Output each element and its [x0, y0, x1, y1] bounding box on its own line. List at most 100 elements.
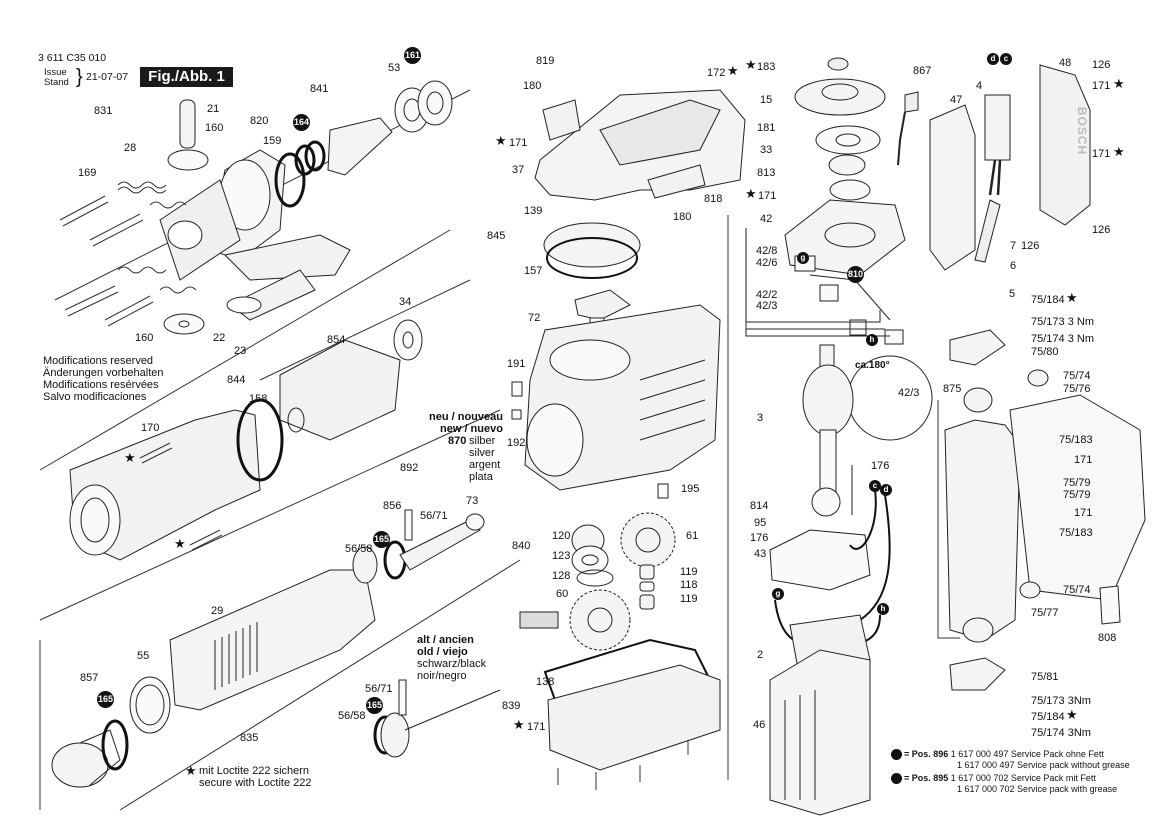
part-label: 126 [1092, 224, 1111, 236]
part-label: 75/80 [1031, 346, 1059, 358]
part-label: 160 [135, 332, 154, 344]
part-label: 857 [80, 672, 99, 684]
badge-g: g [797, 252, 809, 264]
part-label: 120 [552, 530, 571, 542]
part-label: 171 [1074, 454, 1093, 466]
part-label: 75/183 [1059, 434, 1093, 446]
part-label: 3 [757, 412, 764, 424]
part-label: 171 [758, 190, 777, 202]
part-label: 29 [211, 605, 224, 617]
issue-brace: } [76, 66, 83, 88]
part-label: 42 [760, 213, 773, 225]
issue-date: 21-07-07 [86, 71, 129, 83]
part-label: 819 [536, 55, 555, 67]
tool-holder-844 [69, 409, 261, 561]
star-icon: ★ [1113, 76, 1125, 91]
base-75-80 [949, 329, 1006, 366]
knobs-75-74 [962, 369, 1049, 643]
loctite-note-en: secure with Loctite 222 [199, 777, 312, 789]
part-label: 75/184 [1031, 294, 1065, 306]
part-label: 5 [1009, 288, 1016, 300]
old-version-color-2: noir/negro [417, 670, 467, 682]
motor-housing-46 [769, 649, 871, 816]
part-label: 123 [552, 550, 571, 562]
seals-and-rings [274, 140, 326, 208]
part-label: 72 [528, 312, 541, 324]
part-label: 169 [78, 167, 97, 179]
star-icon: ★ [124, 450, 136, 465]
part-label: 875 [943, 383, 962, 395]
part-label: 157 [524, 265, 543, 277]
part-label: 171 [527, 721, 546, 733]
barrel-29 [169, 569, 376, 711]
part-label: 42/3 [756, 300, 778, 312]
part-label: 42/3 [898, 387, 920, 399]
part-label: 171 [1092, 80, 1111, 92]
part-label: 33 [760, 144, 773, 156]
cable-clip-867 [897, 91, 919, 166]
bearing-814 [811, 487, 841, 517]
old-version-color-1: schwarz/black [417, 658, 487, 670]
part-label: 126 [1092, 59, 1111, 71]
star-icon: ★ [745, 186, 757, 201]
new-version-title-2: new / nuevo [440, 423, 503, 435]
bearings-813 [828, 154, 871, 201]
cap-845 [543, 222, 641, 279]
part-label: 21 [207, 103, 220, 115]
new-version-title-1: neu / nouveau [429, 411, 503, 423]
part-label: 813 [757, 167, 776, 179]
part-label: 4 [976, 80, 983, 92]
frame-43 [769, 529, 871, 591]
part-label: 119 [680, 566, 698, 578]
bracket-875 [937, 400, 960, 639]
star-icon: ★ [513, 717, 525, 732]
part-label: 42/2 [756, 289, 778, 301]
modifications-note-de: Änderungen vorbehalten [43, 367, 164, 379]
part-label: 95 [754, 517, 767, 529]
badge-d: d [987, 53, 999, 65]
handle-bracket-assembly [159, 149, 351, 321]
part-label: 75/77 [1031, 607, 1059, 619]
star-icon: ★ [1066, 290, 1078, 305]
part-label: 820 [250, 115, 269, 127]
part-label: 158 [249, 393, 268, 405]
screws-bottom [557, 740, 689, 790]
part-label: 46 [753, 719, 766, 731]
part-label: 814 [750, 500, 769, 512]
part-label: 808 [1098, 632, 1117, 644]
service-pack-pos: = Pos. 896 [904, 749, 949, 759]
color-silber: silber [469, 435, 496, 447]
part-label: 42/6 [756, 257, 778, 269]
badge-165: 165 [366, 697, 383, 714]
part-label: 159 [263, 135, 282, 147]
modifications-note-es: Salvo modificaciones [43, 391, 147, 403]
part-label: 160 [205, 122, 224, 134]
part-label: 180 [673, 211, 692, 223]
pin-21 [167, 99, 209, 171]
armature-3 [802, 344, 854, 501]
part-label: 6 [1010, 260, 1017, 272]
star-icon: ★ [1066, 707, 1078, 722]
needle-bearings-119 [639, 564, 655, 610]
figure-label: Fig./Abb. 1 [140, 67, 233, 87]
loctite-star-icon: ★ [185, 763, 197, 778]
cylinder-854 [279, 339, 401, 441]
part-label: 75/183 [1059, 527, 1093, 539]
gear-housing [524, 304, 721, 491]
document-number: 3 611 C35 010 [38, 52, 107, 64]
service-pack-896-en: 1 617 000 497 Service pack without greas… [957, 760, 1130, 770]
star-icon: ★ [727, 63, 739, 78]
color-argent: argent [469, 459, 501, 471]
part-label: 192 [507, 437, 526, 449]
part-label: 854 [327, 334, 346, 346]
star-icon: ★ [745, 57, 757, 72]
part-label: 15 [760, 94, 773, 106]
star-icon: ★ [1113, 144, 1125, 159]
service-pack-line: 1 617 000 702 Service Pack mit Fett [950, 773, 1096, 783]
part-label: 2 [757, 649, 764, 661]
part-label: 845 [487, 230, 506, 242]
part-label: 118 [680, 579, 698, 591]
part-label: 172 [707, 67, 726, 79]
part-label: 180 [523, 80, 542, 92]
part-label: 138 [536, 676, 555, 688]
